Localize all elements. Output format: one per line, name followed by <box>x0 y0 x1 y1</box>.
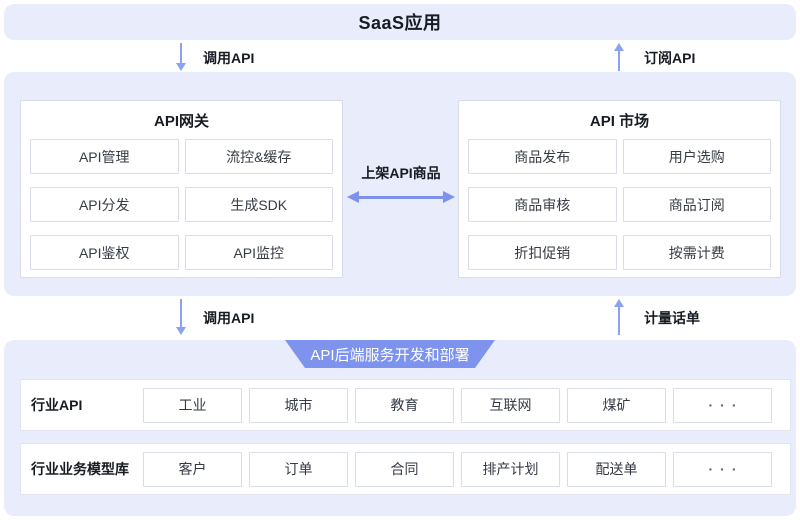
api-market-card: API 市场 商品发布 用户选购 商品审核 商品订阅 折扣促销 按需计费 <box>458 100 781 278</box>
business-model-items: 客户 订单 合同 排产计划 配送单 ··· <box>143 451 772 487</box>
industry-api-row: 行业API 工业 城市 教育 互联网 煤矿 ··· <box>20 379 791 431</box>
metering-bill-label: 计量话单 <box>644 310 700 326</box>
business-model-row: 行业业务模型库 客户 订单 合同 排产计划 配送单 ··· <box>20 443 791 495</box>
industry-item: 城市 <box>249 387 348 423</box>
api-market-grid: 商品发布 用户选购 商品审核 商品订阅 折扣促销 按需计费 <box>468 139 771 270</box>
gateway-item: API监控 <box>184 235 333 270</box>
business-model-label: 行业业务模型库 <box>31 461 129 477</box>
model-item: 合同 <box>355 451 454 487</box>
industry-item: 互联网 <box>461 387 560 423</box>
api-gateway-title: API网关 <box>153 112 209 130</box>
ellipsis-item: ··· <box>673 387 772 423</box>
down-arrow-icon <box>176 299 186 335</box>
gateway-item: 生成SDK <box>184 187 333 222</box>
publish-api-goods-label: 上架API商品 <box>361 165 441 181</box>
market-item: 折扣促销 <box>468 235 617 270</box>
gateway-item: API鉴权 <box>30 235 179 270</box>
gateway-item: API分发 <box>30 187 179 222</box>
backend-service-badge: API后端服务开发和部署 <box>285 340 495 368</box>
industry-api-items: 工业 城市 教育 互联网 煤矿 ··· <box>143 387 772 423</box>
up-arrow-icon <box>614 43 624 71</box>
market-item: 商品订阅 <box>622 187 771 222</box>
market-item: 商品发布 <box>468 139 617 174</box>
double-arrow-icon <box>347 191 455 203</box>
industry-item: 教育 <box>355 387 454 423</box>
ellipsis-item: ··· <box>673 451 772 487</box>
model-item: 排产计划 <box>461 451 560 487</box>
market-item: 按需计费 <box>622 235 771 270</box>
model-item: 客户 <box>143 451 242 487</box>
saas-app-title: SaaS应用 <box>358 13 442 33</box>
market-item: 用户选购 <box>622 139 771 174</box>
api-gateway-card: API网关 API管理 流控&缓存 API分发 生成SDK API鉴权 API监… <box>20 100 343 278</box>
call-api-label-top: 调用API <box>203 50 255 66</box>
up-arrow-icon <box>614 299 624 335</box>
saas-app-band: SaaS应用 <box>4 4 796 40</box>
industry-api-label: 行业API <box>31 397 83 413</box>
subscribe-api-label: 订阅API <box>644 50 696 66</box>
market-item: 商品审核 <box>468 187 617 222</box>
gateway-item: 流控&缓存 <box>184 139 333 174</box>
model-item: 配送单 <box>567 451 666 487</box>
model-item: 订单 <box>249 451 348 487</box>
call-api-label-bottom: 调用API <box>203 310 255 326</box>
api-market-title: API 市场 <box>589 112 650 130</box>
down-arrow-icon <box>176 43 186 71</box>
api-gateway-grid: API管理 流控&缓存 API分发 生成SDK API鉴权 API监控 <box>30 139 333 270</box>
industry-item: 工业 <box>143 387 242 423</box>
gateway-item: API管理 <box>30 139 179 174</box>
industry-item: 煤矿 <box>567 387 666 423</box>
